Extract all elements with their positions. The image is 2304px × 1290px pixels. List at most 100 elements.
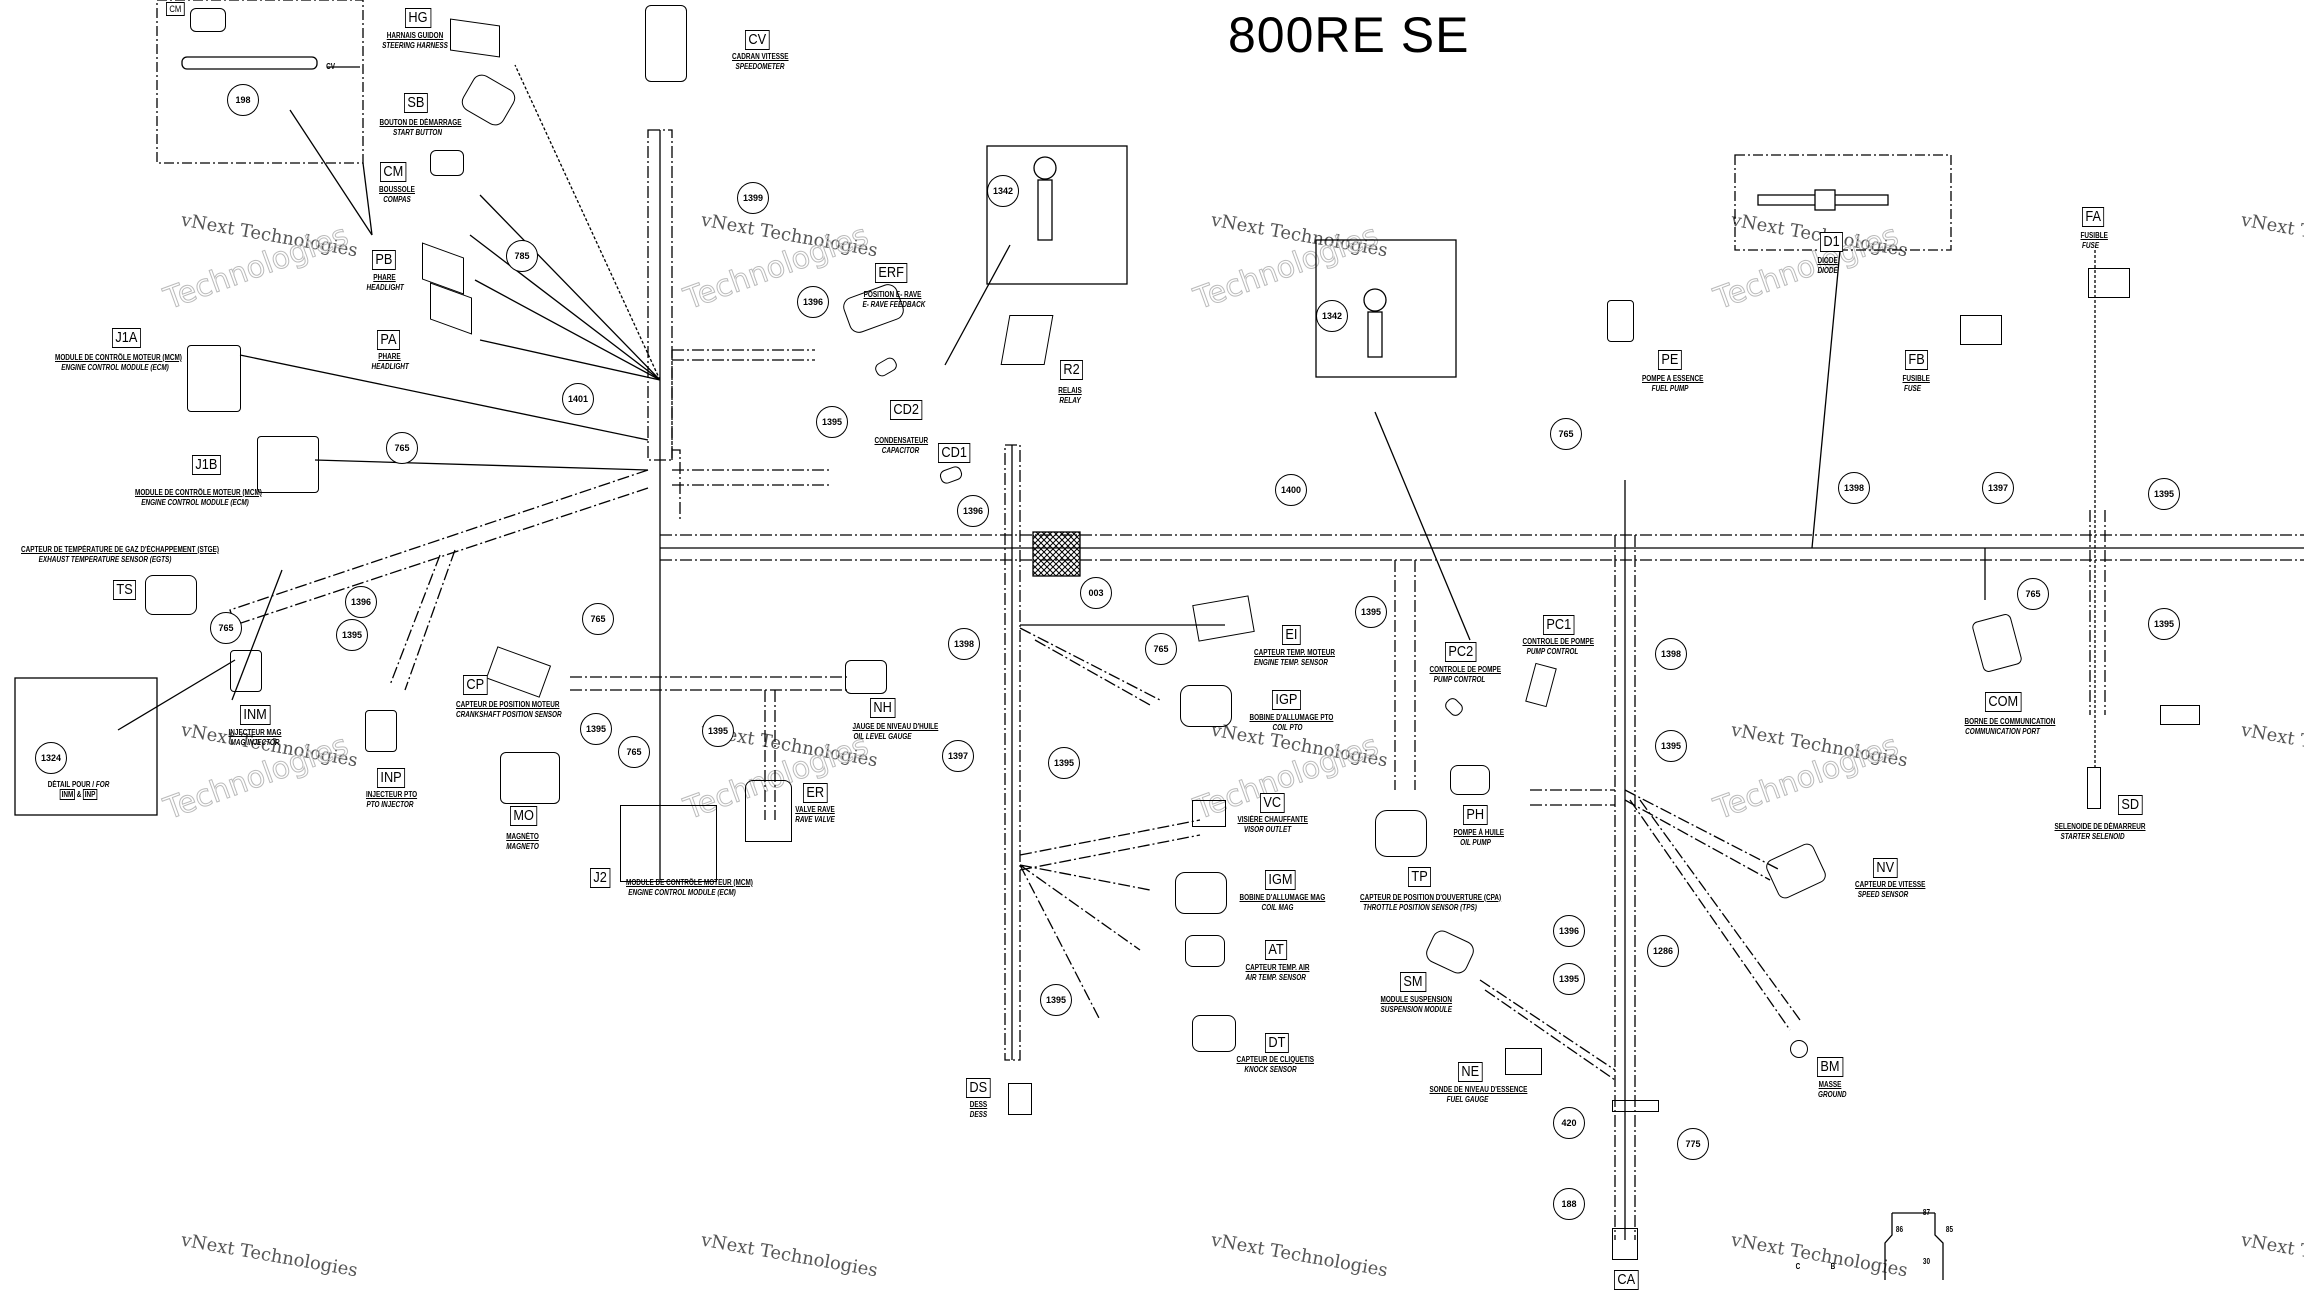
- desc-fr: SONDE DE NIVEAU D'ESSENCE: [1429, 1085, 1528, 1094]
- desc-fr: RELAIS: [1058, 386, 1082, 395]
- part-number-bubble: 1395: [580, 713, 612, 745]
- desc-en: FUEL GAUGE: [1446, 1095, 1489, 1104]
- connector-code-pb: PB: [372, 250, 396, 270]
- connector-code-ds: DS: [966, 1078, 991, 1098]
- ecm-connector-icon: [187, 345, 241, 412]
- leader-line: [1374, 411, 1471, 641]
- desc-en: FUSE: [2081, 241, 2100, 250]
- part-number-bubble: 1399: [737, 182, 769, 214]
- desc-en: START BUTTON: [392, 128, 443, 137]
- connector-code-fb: FB: [1905, 350, 1929, 370]
- connector-code-erf: ERF: [875, 263, 908, 283]
- wire: [479, 194, 661, 381]
- harness-branch: [1394, 560, 1416, 790]
- leader-line: [944, 244, 1011, 366]
- part-number-bubble: 765: [2017, 578, 2049, 610]
- desc-fr: CONTROLE DE POMPE: [1429, 665, 1501, 674]
- part-number-bubble: 1395: [2148, 608, 2180, 640]
- cm-detail-box: [156, 0, 364, 164]
- desc-fr: POMPE À HUILE: [1453, 828, 1505, 837]
- diagram-title: 800RE SE: [1228, 7, 1470, 63]
- desc-en: DIODE: [1817, 266, 1838, 275]
- desc-en: MAGNETO: [506, 842, 539, 851]
- part-number-bubble: 1286: [1647, 935, 1679, 967]
- connector-code-fa: FA: [2082, 207, 2105, 227]
- desc-en: SPEEDOMETER: [735, 62, 785, 71]
- desc-fr: DIODE: [1817, 256, 1838, 265]
- connector-code-at: AT: [1265, 940, 1288, 960]
- injector-connector-icon: [365, 710, 397, 752]
- desc-fr: CONTROLE DE POMPE: [1522, 637, 1594, 646]
- desc-en: CRANKSHAFT POSITION SENSOR: [456, 710, 562, 719]
- desc-fr: CAPTEUR DE POSITION D'OUVERTURE (CPA): [1360, 893, 1502, 902]
- connector-code-sb: SB: [404, 93, 428, 113]
- desc-en: PUMP CONTROL: [1433, 675, 1486, 684]
- oil-level-connector-icon: [845, 660, 887, 694]
- connector-code-pe: PE: [1658, 350, 1682, 370]
- desc-fr: CAPTEUR TEMP. MOTEUR: [1254, 648, 1335, 657]
- desc-fr: MODULE DE CONTRÔLE MOTEUR (MCM): [135, 488, 262, 497]
- desc-fr: FUSIBLE: [1902, 374, 1930, 383]
- desc-en: STARTER SELENOID: [2060, 832, 2125, 841]
- fuel-gauge-connector-icon: [1505, 1048, 1542, 1075]
- desc-fr: MODULE SUSPENSION: [1380, 995, 1452, 1004]
- part-number-bubble: 1401: [562, 383, 594, 415]
- relay-pin-85: 85: [1945, 1225, 1954, 1234]
- connector-code-cd2: CD2: [890, 400, 923, 420]
- part-number-bubble: 003: [1080, 577, 1112, 609]
- connector-desc-ts: CAPTEUR DE TEMPÉRATURE DE GAZ D'ÉCHAPPEM…: [21, 545, 219, 565]
- wire: [469, 234, 661, 381]
- connector-code-inm: INM: [240, 705, 271, 725]
- injector-detail-box: [14, 677, 158, 816]
- coil-pto-connector-icon: [1180, 685, 1232, 727]
- connector-code-dt: DT: [1265, 1033, 1289, 1053]
- desc-fr: POSITION E- RAVE: [863, 290, 922, 299]
- ecm-j2-connector-icon: [620, 805, 717, 882]
- desc-fr: DESS: [969, 1100, 988, 1109]
- desc-en: HEADLIGHT: [366, 283, 404, 292]
- part-number-bubble: 1395: [1355, 596, 1387, 628]
- desc-fr: JAUGE DE NIVEAU D'HUILE: [852, 722, 939, 731]
- part-number-bubble: 1395: [1553, 963, 1585, 995]
- desc-fr: INJECTEUR PTO: [366, 790, 418, 799]
- desc-en: FUSE: [1903, 384, 1922, 393]
- connector-code-tp: TP: [1408, 867, 1432, 887]
- connector-code-j2: J2: [590, 868, 611, 888]
- part-number-bubble: 1395: [336, 619, 368, 651]
- relay-pin-87: 87: [1922, 1208, 1931, 1217]
- relay-pin-86: 86: [1895, 1225, 1904, 1234]
- desc-en: ENGINE TEMP. SENSOR: [1254, 658, 1328, 667]
- part-number-bubble: 1395: [816, 406, 848, 438]
- desc-en: PUMP CONTROL: [1526, 647, 1579, 656]
- part-number-bubble: 765: [618, 736, 650, 768]
- part-number-bubble: 775: [1677, 1128, 1709, 1160]
- connector-code-pc1: PC1: [1543, 615, 1575, 635]
- wire: [239, 354, 649, 441]
- connector-code-cp: CP: [463, 675, 488, 695]
- dess-connector-icon: [1008, 1083, 1032, 1115]
- desc-en: ENGINE CONTROL MODULE (ECM): [141, 498, 249, 507]
- connector-code-j1b: J1B: [192, 455, 221, 475]
- desc-fr: MASSE: [1818, 1080, 1842, 1089]
- harness-main: [660, 534, 2304, 561]
- connector-code-cd1: CD1: [938, 443, 971, 463]
- protective-sleeve: [1032, 531, 1081, 577]
- fuse-holder-icon: [1960, 315, 2002, 345]
- steering-harness-connector-icon: [450, 18, 500, 58]
- part-number-bubble: 188: [1553, 1188, 1585, 1220]
- desc-en: THROTTLE POSITION SENSOR (TPS): [1363, 903, 1477, 912]
